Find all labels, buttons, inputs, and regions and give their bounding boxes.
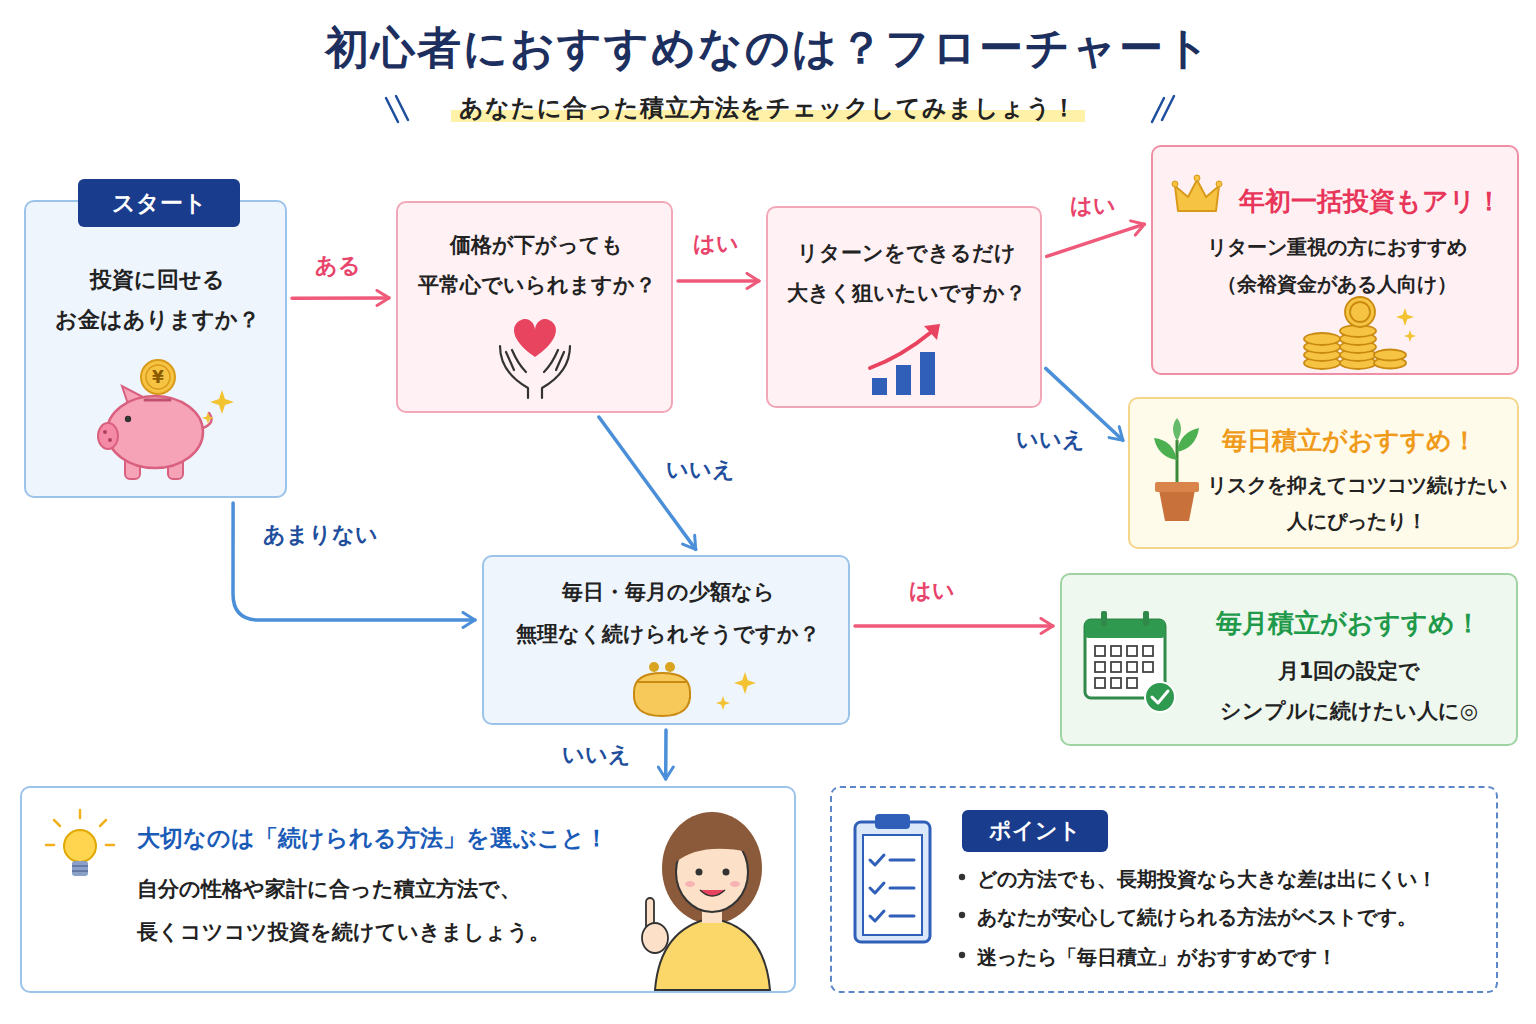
result-heading: 毎日積立がおすすめ！ [1222, 421, 1512, 461]
start-badge: スタート [78, 179, 240, 227]
point-item: あなたが安心して続けられる方法がベストです。 [977, 902, 1492, 932]
advice-heading: 大切なのは「続けられる方法」を選ぶこと！ [137, 818, 657, 858]
chart-title: 初心者におすすめなのは？フローチャート [325, 22, 1212, 73]
flow-arrow [1047, 224, 1145, 256]
point-badge: ポイント [962, 810, 1108, 852]
point-item: 迷ったら「毎日積立」がおすすめです！ [977, 942, 1492, 972]
flow-arrow [292, 296, 389, 300]
decision-box: 価格が下がっても 平常心でいられますか？ [396, 201, 673, 413]
question-text: 投資に回せる お金はありますか？ [36, 260, 279, 340]
result-heading: 年初一括投資もアリ！ [1239, 181, 1511, 221]
point-box: ポイントどの方法でも、長期投資なら大きな差は出にくい！ あなたが安心して続けられる… [830, 786, 1498, 993]
edge-label: あまりない [230, 519, 410, 551]
question-text: 毎日・毎月の少額なら 無理なく続けられそうですか？ [498, 571, 838, 655]
result-box: 年初一括投資もアリ！ リターン重視の方におすすめ （余裕資金がある人向け） [1151, 145, 1519, 375]
result-box: 毎月積立がおすすめ！ 月1回の設定で シンプルに続けたい人に◎ [1060, 573, 1518, 746]
flow-arrow [1046, 368, 1123, 440]
flow-arrow [599, 417, 696, 549]
caption-slashes [386, 98, 398, 122]
flow-arrow [664, 730, 668, 779]
caption-slashes [1152, 98, 1164, 122]
edge-label: いいえ [610, 454, 790, 486]
flow-arrow [678, 279, 759, 283]
result-box: 毎日積立がおすすめ！ リスクを抑えてコツコツ続けたい 人にぴったり！ [1128, 397, 1519, 549]
advice-box: 大切なのは「続けられる方法」を選ぶこと！ 自分の性格や家計に合った積立方法で、 長… [20, 786, 796, 993]
flow-arrow [855, 624, 1053, 628]
edge-label: いいえ [960, 424, 1140, 456]
caption-row: あなたに合った積立方法をチェックしてみましょう！ [0, 88, 1536, 128]
title-row: 初心者におすすめなのは？フローチャート [0, 16, 1536, 80]
caption-slashes [396, 96, 408, 120]
question-text: 価格が下がっても 平常心でいられますか？ [410, 225, 663, 305]
edge-label: いいえ [506, 739, 686, 771]
advice-body: 自分の性格や家計に合った積立方法で、 長くコツコツ投資を続けていきましょう。 [137, 868, 627, 954]
start-box: スタート投資に回せる お金はありますか？ [24, 200, 287, 498]
question-text: リターンをできるだけ 大きく狙いたいですか？ [776, 233, 1036, 313]
chart-subtitle: あなたに合った積立方法をチェックしてみましょう！ [451, 94, 1085, 122]
decision-box: リターンをできるだけ 大きく狙いたいですか？ [766, 206, 1042, 408]
flow-arrow [233, 503, 475, 620]
point-item: どの方法でも、長期投資なら大きな差は出にくい！ [977, 864, 1492, 894]
caption-slashes [1162, 96, 1174, 120]
result-body: 月1回の設定で シンプルに続けたい人に◎ [1197, 651, 1501, 731]
edge-label: はい [842, 575, 1022, 607]
result-body: リスクを抑えてコツコツ続けたい 人にぴったり！ [1200, 467, 1514, 539]
decision-box: 毎日・毎月の少額なら 無理なく続けられそうですか？ [482, 555, 850, 725]
result-body: リターン重視の方におすすめ （余裕資金がある人向け） [1173, 229, 1501, 303]
result-heading: 毎月積立がおすすめ！ [1192, 603, 1504, 643]
